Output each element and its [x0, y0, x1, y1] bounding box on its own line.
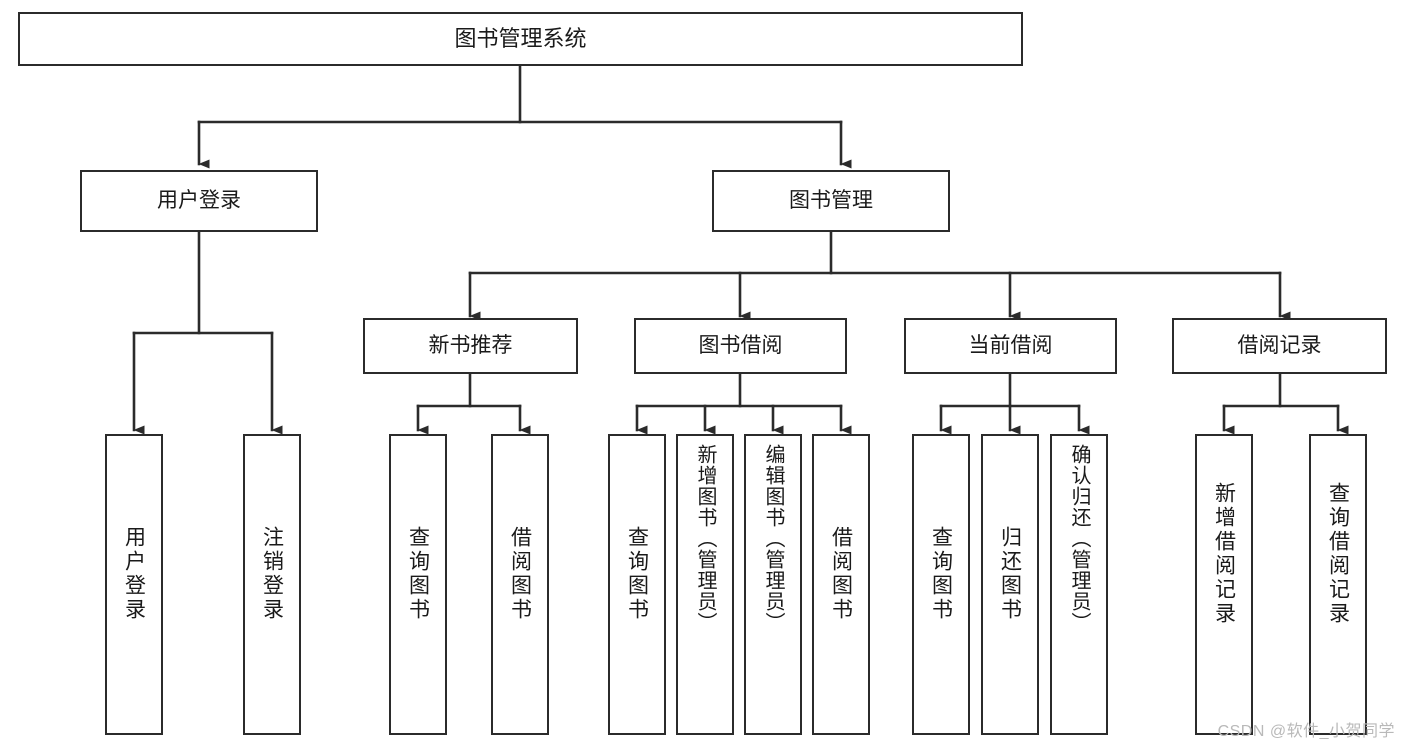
node-label: 新增借阅记录 — [1212, 482, 1236, 626]
node-label: 确认归还（管理员） — [1068, 444, 1090, 633]
leaf-query-book-current[interactable]: 查询图书 — [912, 434, 970, 735]
node-label: 编辑图书（管理员） — [762, 444, 784, 633]
node-label: 注销登录 — [260, 526, 284, 622]
node-label: 查询图书 — [406, 526, 430, 622]
leaf-return-book[interactable]: 归还图书 — [981, 434, 1039, 735]
node-label: 借阅图书 — [829, 526, 853, 622]
node-current-borrow[interactable]: 当前借阅 — [904, 318, 1117, 374]
leaf-confirm-return-admin[interactable]: 确认归还（管理员） — [1050, 434, 1108, 735]
node-label: 新书推荐 — [428, 333, 513, 357]
node-label: 当前借阅 — [968, 333, 1053, 357]
watermark-text: CSDN @软件_小贺同学 — [1217, 723, 1395, 740]
leaf-borrow-book[interactable]: 借阅图书 — [812, 434, 870, 735]
node-borrow-record[interactable]: 借阅记录 — [1172, 318, 1387, 374]
node-label: 用户登录 — [122, 526, 146, 622]
leaf-user-login[interactable]: 用户登录 — [105, 434, 163, 735]
node-label: 新增图书（管理员） — [694, 444, 716, 633]
node-book-management[interactable]: 图书管理 — [712, 170, 950, 232]
node-label: 查询图书 — [625, 526, 649, 622]
node-new-book-recommend[interactable]: 新书推荐 — [363, 318, 578, 374]
leaf-edit-book-admin[interactable]: 编辑图书（管理员） — [744, 434, 802, 735]
leaf-query-book-borrow[interactable]: 查询图书 — [608, 434, 666, 735]
node-label: 用户登录 — [157, 188, 241, 212]
leaf-query-book-recommend[interactable]: 查询图书 — [389, 434, 447, 735]
leaf-borrow-book-recommend[interactable]: 借阅图书 — [491, 434, 549, 735]
node-label: 查询图书 — [929, 526, 953, 622]
node-label: 图书管理 — [789, 188, 873, 212]
node-root-system[interactable]: 图书管理系统 — [18, 12, 1023, 66]
leaf-add-borrow-record[interactable]: 新增借阅记录 — [1195, 434, 1253, 735]
leaf-query-borrow-record[interactable]: 查询借阅记录 — [1309, 434, 1367, 735]
node-label: 归还图书 — [998, 526, 1022, 622]
node-label: 借阅图书 — [508, 526, 532, 622]
node-label: 借阅记录 — [1237, 333, 1322, 357]
node-book-borrow[interactable]: 图书借阅 — [634, 318, 847, 374]
leaf-logout[interactable]: 注销登录 — [243, 434, 301, 735]
node-label: 查询借阅记录 — [1326, 482, 1350, 626]
node-label: 图书管理系统 — [454, 26, 587, 52]
leaf-add-book-admin[interactable]: 新增图书（管理员） — [676, 434, 734, 735]
node-user-login[interactable]: 用户登录 — [80, 170, 318, 232]
node-label: 图书借阅 — [698, 333, 783, 357]
